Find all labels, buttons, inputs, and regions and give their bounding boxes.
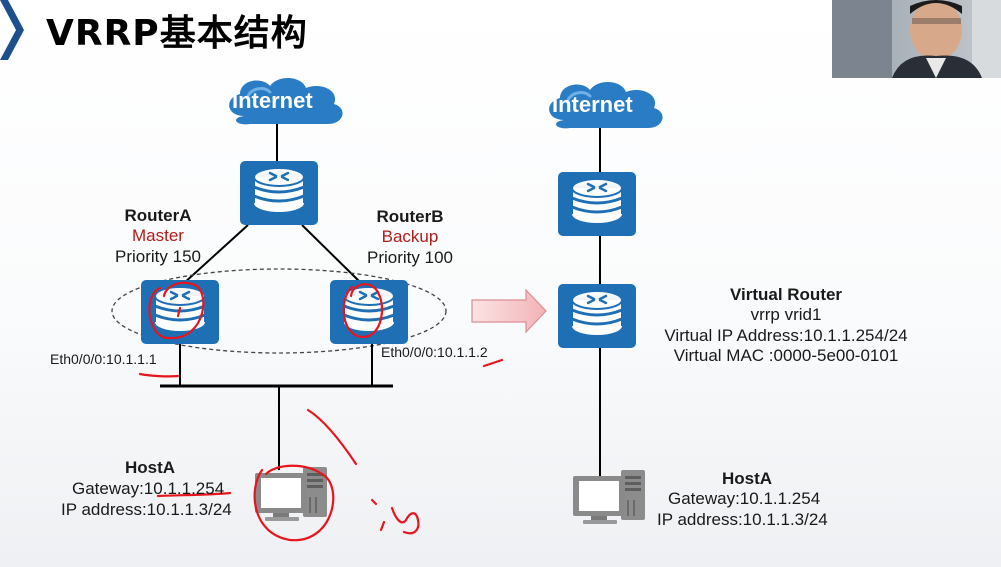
host-computer-icon — [254, 466, 328, 522]
host-a-name-right: HostA — [721, 469, 773, 488]
virtual-router-vrid: vrrp vrid1 — [750, 305, 822, 324]
title-chevron-icon — [0, 0, 24, 60]
title-bar: VRRP基本结构 — [0, 0, 830, 60]
router-b-role: Backup — [381, 227, 439, 246]
host-computer-icon-right — [572, 469, 646, 525]
router-icon — [238, 159, 320, 227]
internet-label-right: Internet — [552, 92, 633, 117]
internet-label: Internet — [232, 88, 313, 113]
pen-annotations — [138, 281, 504, 542]
right-arrow-icon — [471, 288, 547, 334]
link-core-routerb — [301, 224, 363, 285]
virtual-router-title: Virtual Router — [729, 285, 843, 304]
host-a-ip: IP address:10.1.1.3/24 — [61, 500, 232, 519]
router-b-icon — [328, 278, 410, 346]
router-a-role: Master — [132, 226, 184, 245]
host-a-name: HostA — [124, 458, 176, 477]
router-b-name: RouterB — [376, 207, 444, 226]
vrrp-group-ellipse — [111, 268, 447, 354]
router-b-priority: Priority 100 — [367, 248, 453, 267]
router-a-priority: Priority 150 — [115, 247, 201, 266]
router-b-interface: Eth0/0/0:10.1.1.2 — [381, 344, 488, 360]
page-title: VRRP基本结构 — [46, 13, 308, 54]
webcam-feed — [832, 0, 1001, 78]
host-a-ip-right: IP address:10.1.1.3/24 — [657, 510, 828, 529]
virtual-router-vmac: Virtual MAC :0000-5e00-0101 — [673, 346, 899, 365]
host-a-gateway: Gateway:10.1.1.254 — [72, 479, 225, 498]
router-icon-right — [556, 170, 638, 238]
virtual-router-vip: Virtual IP Address:10.1.1.254/24 — [664, 326, 908, 345]
virtual-router-icon — [556, 282, 638, 350]
router-a-name: RouterA — [124, 206, 192, 225]
host-a-gateway-right: Gateway:10.1.1.254 — [668, 489, 821, 508]
router-a-interface: Eth0/0/0:10.1.1.1 — [50, 351, 157, 367]
link-core-routera — [182, 224, 249, 285]
